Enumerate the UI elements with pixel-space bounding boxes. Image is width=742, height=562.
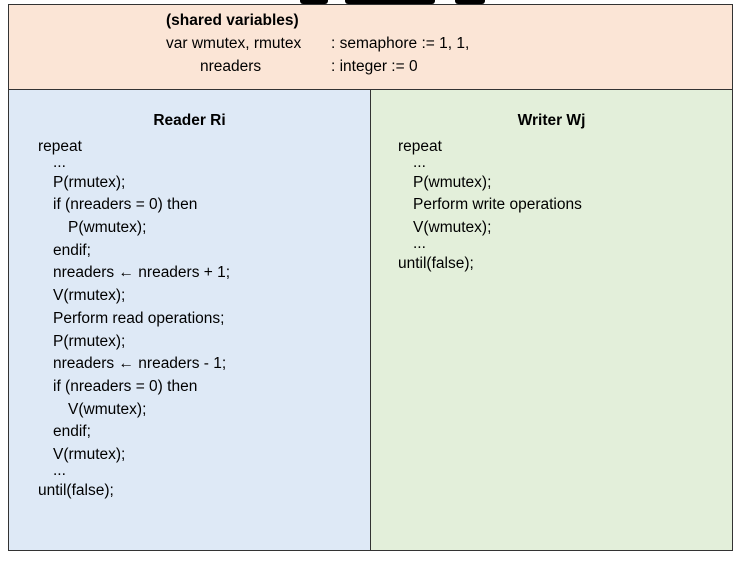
reader-code: repeat... P(rmutex); if (nreaders = 0) the… [38,136,230,502]
var-decl-left: var wmutex, rmutex [166,35,302,52]
ellipsis-line: ... [53,153,66,171]
code-line: P(rmutex); [53,173,126,191]
writer-code: repeat... P(wmutex); Perform write operati… [398,136,582,275]
ellipsis-line: ... [53,461,66,479]
code-line: V(rmutex); [53,287,126,305]
code-line: endif; [53,423,91,441]
shared-variables-panel: (shared variables) var wmutex, rmutex : … [9,5,732,90]
code-line: V(wmutex); [413,219,492,237]
var-decl-right: : semaphore := 1, 1, [331,35,470,52]
code-line: if (nreaders = 0) then [53,196,198,214]
code-line: repeat [398,138,442,155]
code-line: repeat [38,138,82,155]
title-fragment [300,0,328,4]
code-line: if (nreaders = 0) then [53,377,198,395]
readers-writers-table: (shared variables) var wmutex, rmutex : … [8,4,733,551]
nreaders-decl-right: : integer := 0 [331,58,418,75]
code-line: nreaders ← nreaders - 1; [53,355,227,373]
shared-variables-heading: (shared variables) [166,12,299,29]
code-line: P(rmutex); [53,332,126,350]
code-line: P(wmutex); [413,173,492,191]
code-line: P(wmutex); [68,219,147,237]
writer-column: Writer Wj repeat... P(wmutex); Perform wri… [371,90,732,550]
code-line: V(rmutex); [53,445,126,463]
code-line: until(false); [38,481,114,499]
code-line: V(wmutex); [68,400,147,418]
title-fragment [345,0,435,4]
code-line: Perform write operations [413,196,582,214]
ellipsis-line: ... [413,153,426,171]
slide-title-clipped [0,0,742,4]
code-line: nreaders ← nreaders + 1; [53,264,231,282]
title-fragment [455,0,485,4]
writer-title: Writer Wj [517,112,586,129]
ellipsis-line: ... [413,234,426,252]
nreaders-decl-left: nreaders [200,58,262,75]
code-line: endif; [53,241,91,259]
code-line: Perform read operations; [53,309,225,327]
code-line: until(false); [398,254,474,272]
reader-title: Reader Ri [153,112,226,129]
reader-column: Reader Ri repeat... P(rmutex); if (nreader… [9,90,371,550]
